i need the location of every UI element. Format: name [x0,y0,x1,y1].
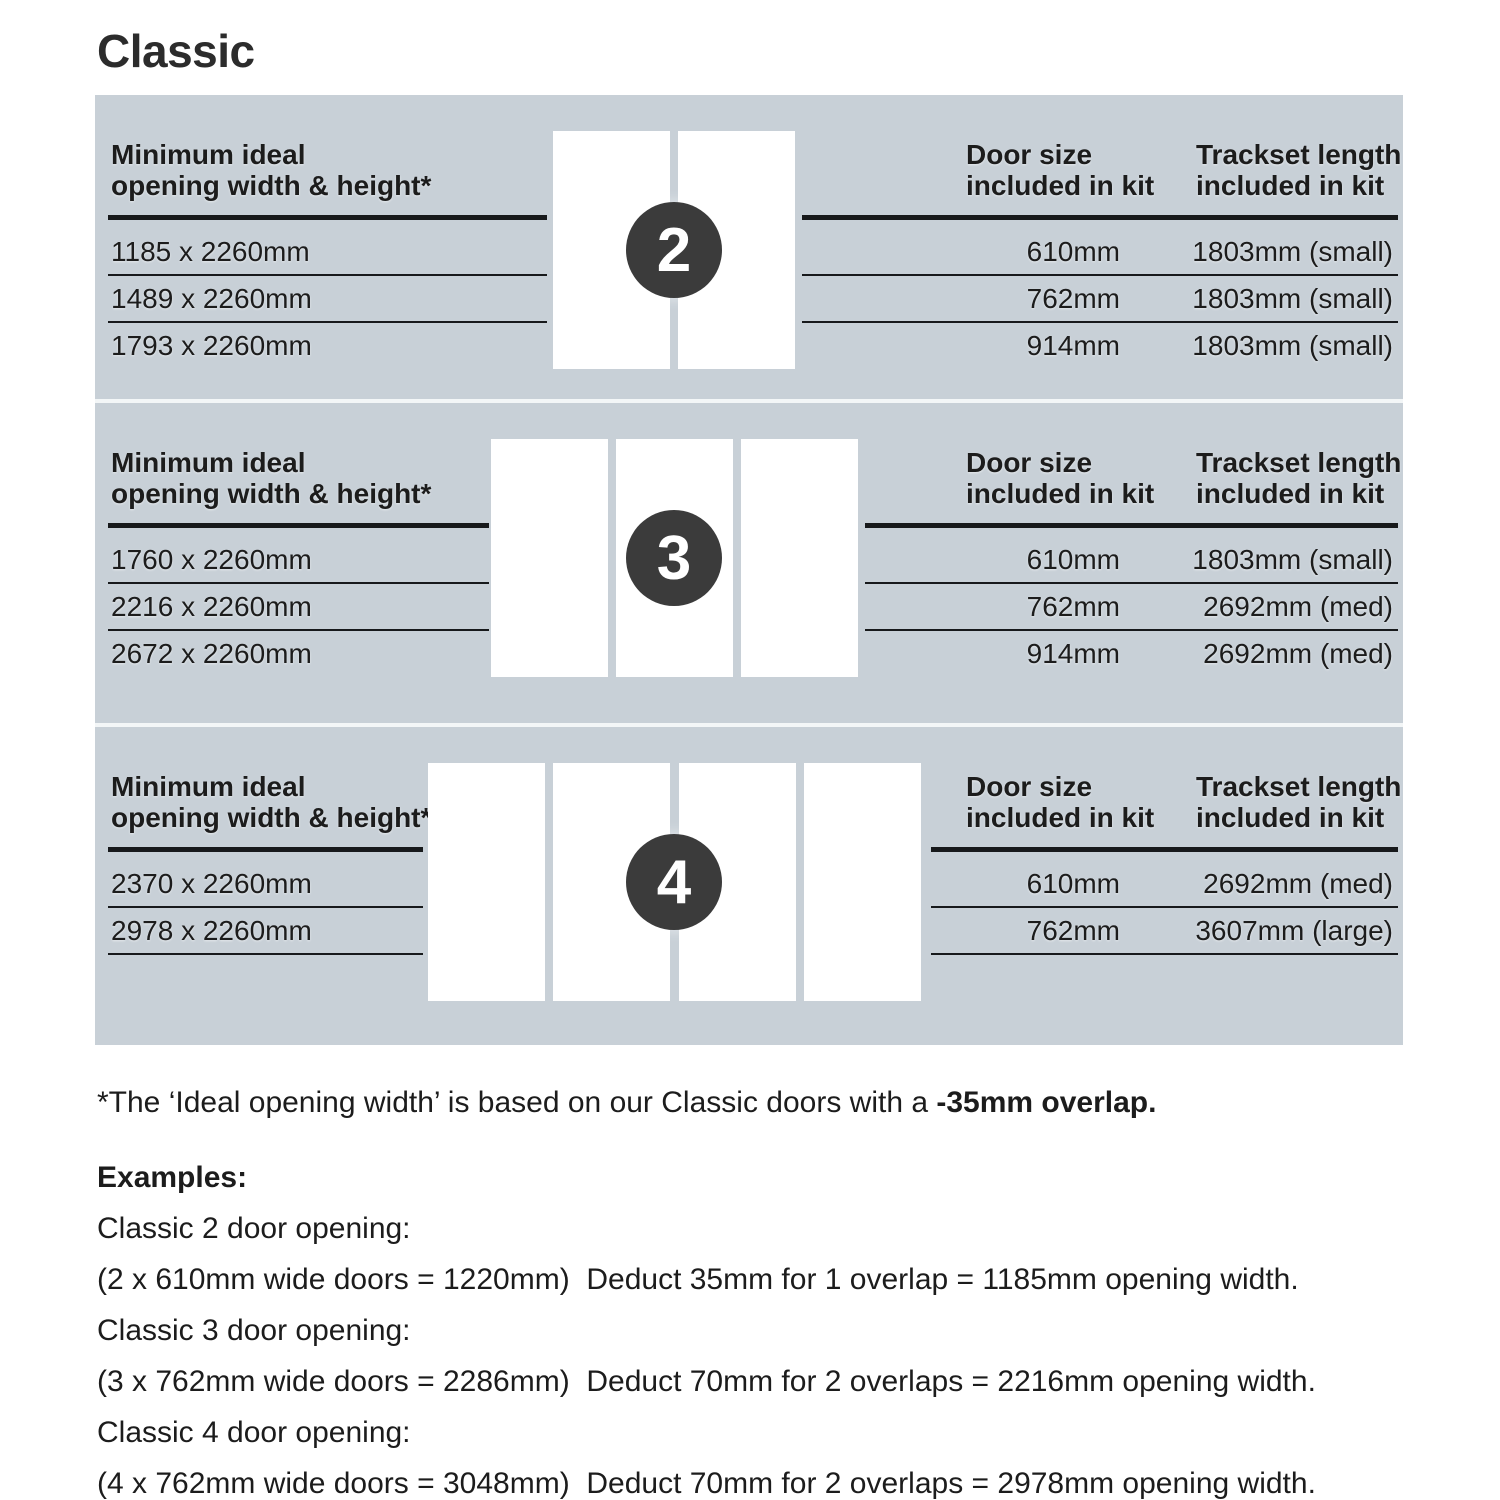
trackset-column-header: Trackset length included in kit [1196,771,1402,833]
trackset-value: 2692mm (med) [1203,591,1393,622]
trackset-value: 2692mm (med) [1203,868,1393,899]
door-panel [804,763,921,1001]
section-4-door: Minimum ideal opening width & height* 23… [95,727,1403,1045]
door-count-badge: 2 [626,202,722,298]
opening-value: 1185 x 2260mm [111,236,310,267]
row-rule [108,629,489,631]
header-rule [802,215,1398,220]
row-rule [865,582,1398,584]
row-rule [802,274,1398,276]
page-title: Classic [97,25,255,77]
section-2-door: Minimum ideal opening width & height* 11… [95,95,1403,399]
door-size-column-header: Door size included in kit [966,139,1155,201]
door-size-value: 610mm [1026,236,1120,267]
door-count-badge: 4 [626,834,722,930]
row-rule [931,906,1398,908]
opening-value: 2672 x 2260mm [111,638,312,669]
trackset-value: 2692mm (med) [1203,638,1393,669]
trackset-value: 1803mm (small) [1192,544,1393,575]
door-size-value: 762mm [1026,591,1120,622]
section-divider [95,723,1403,727]
door-panel [491,439,608,677]
examples-heading: Examples: [97,1161,248,1194]
example-label: Classic 4 door opening: [97,1416,411,1449]
trackset-column-header: Trackset length included in kit [1196,447,1402,509]
door-size-column-header: Door size included in kit [966,447,1155,509]
examples-block: Examples: Classic 2 door opening: (2 x 6… [97,1152,1316,1500]
header-rule [931,847,1398,852]
opening-column-header: Minimum ideal opening width & height* [111,139,432,201]
example-label: Classic 3 door opening: [97,1314,411,1347]
footnote-bold-text: -35mm overlap. [936,1086,1157,1119]
door-size-value: 914mm [1026,330,1120,361]
door-size-column-header: Door size included in kit [966,771,1155,833]
header-rule [108,523,489,528]
opening-value: 2978 x 2260mm [111,915,312,946]
door-panel [741,439,858,677]
door-size-value: 914mm [1026,638,1120,669]
header-rule [108,215,547,220]
row-rule [108,953,423,955]
opening-column-header: Minimum ideal opening width & height* [111,771,432,833]
row-rule [108,906,423,908]
row-rule [108,321,547,323]
trackset-column-header: Trackset length included in kit [1196,139,1402,201]
header-rule [865,523,1398,528]
example-label: Classic 2 door opening: [97,1212,411,1245]
door-size-value: 762mm [1026,283,1120,314]
trackset-value: 3607mm (large) [1195,915,1393,946]
door-panel [428,763,545,1001]
door-size-value: 610mm [1026,868,1120,899]
opening-column-header: Minimum ideal opening width & height* [111,447,432,509]
example-detail: (3 x 762mm wide doors = 2286mm) Deduct 7… [97,1365,1316,1398]
footnote-text: *The ‘Ideal opening width’ is based on o… [97,1086,937,1119]
section-divider [95,399,1403,403]
row-rule [108,582,489,584]
row-rule [865,629,1398,631]
trackset-value: 1803mm (small) [1192,236,1393,267]
door-size-value: 610mm [1026,544,1120,575]
row-rule [931,953,1398,955]
example-detail: (4 x 762mm wide doors = 3048mm) Deduct 7… [97,1467,1316,1500]
header-rule [108,847,423,852]
row-rule [802,321,1398,323]
row-rule [108,274,547,276]
section-3-door: Minimum ideal opening width & height* 17… [95,403,1403,723]
door-count-badge: 3 [626,510,722,606]
overlap-footnote: *The ‘Ideal opening width’ is based on o… [97,1086,1156,1120]
door-size-value: 762mm [1026,915,1120,946]
opening-value: 1760 x 2260mm [111,544,312,575]
opening-value: 1793 x 2260mm [111,330,312,361]
spec-panel: Minimum ideal opening width & height* 11… [95,95,1403,1045]
opening-value: 2216 x 2260mm [111,591,312,622]
trackset-value: 1803mm (small) [1192,330,1393,361]
opening-value: 2370 x 2260mm [111,868,312,899]
example-detail: (2 x 610mm wide doors = 1220mm) Deduct 3… [97,1263,1299,1296]
trackset-value: 1803mm (small) [1192,283,1393,314]
opening-value: 1489 x 2260mm [111,283,312,314]
